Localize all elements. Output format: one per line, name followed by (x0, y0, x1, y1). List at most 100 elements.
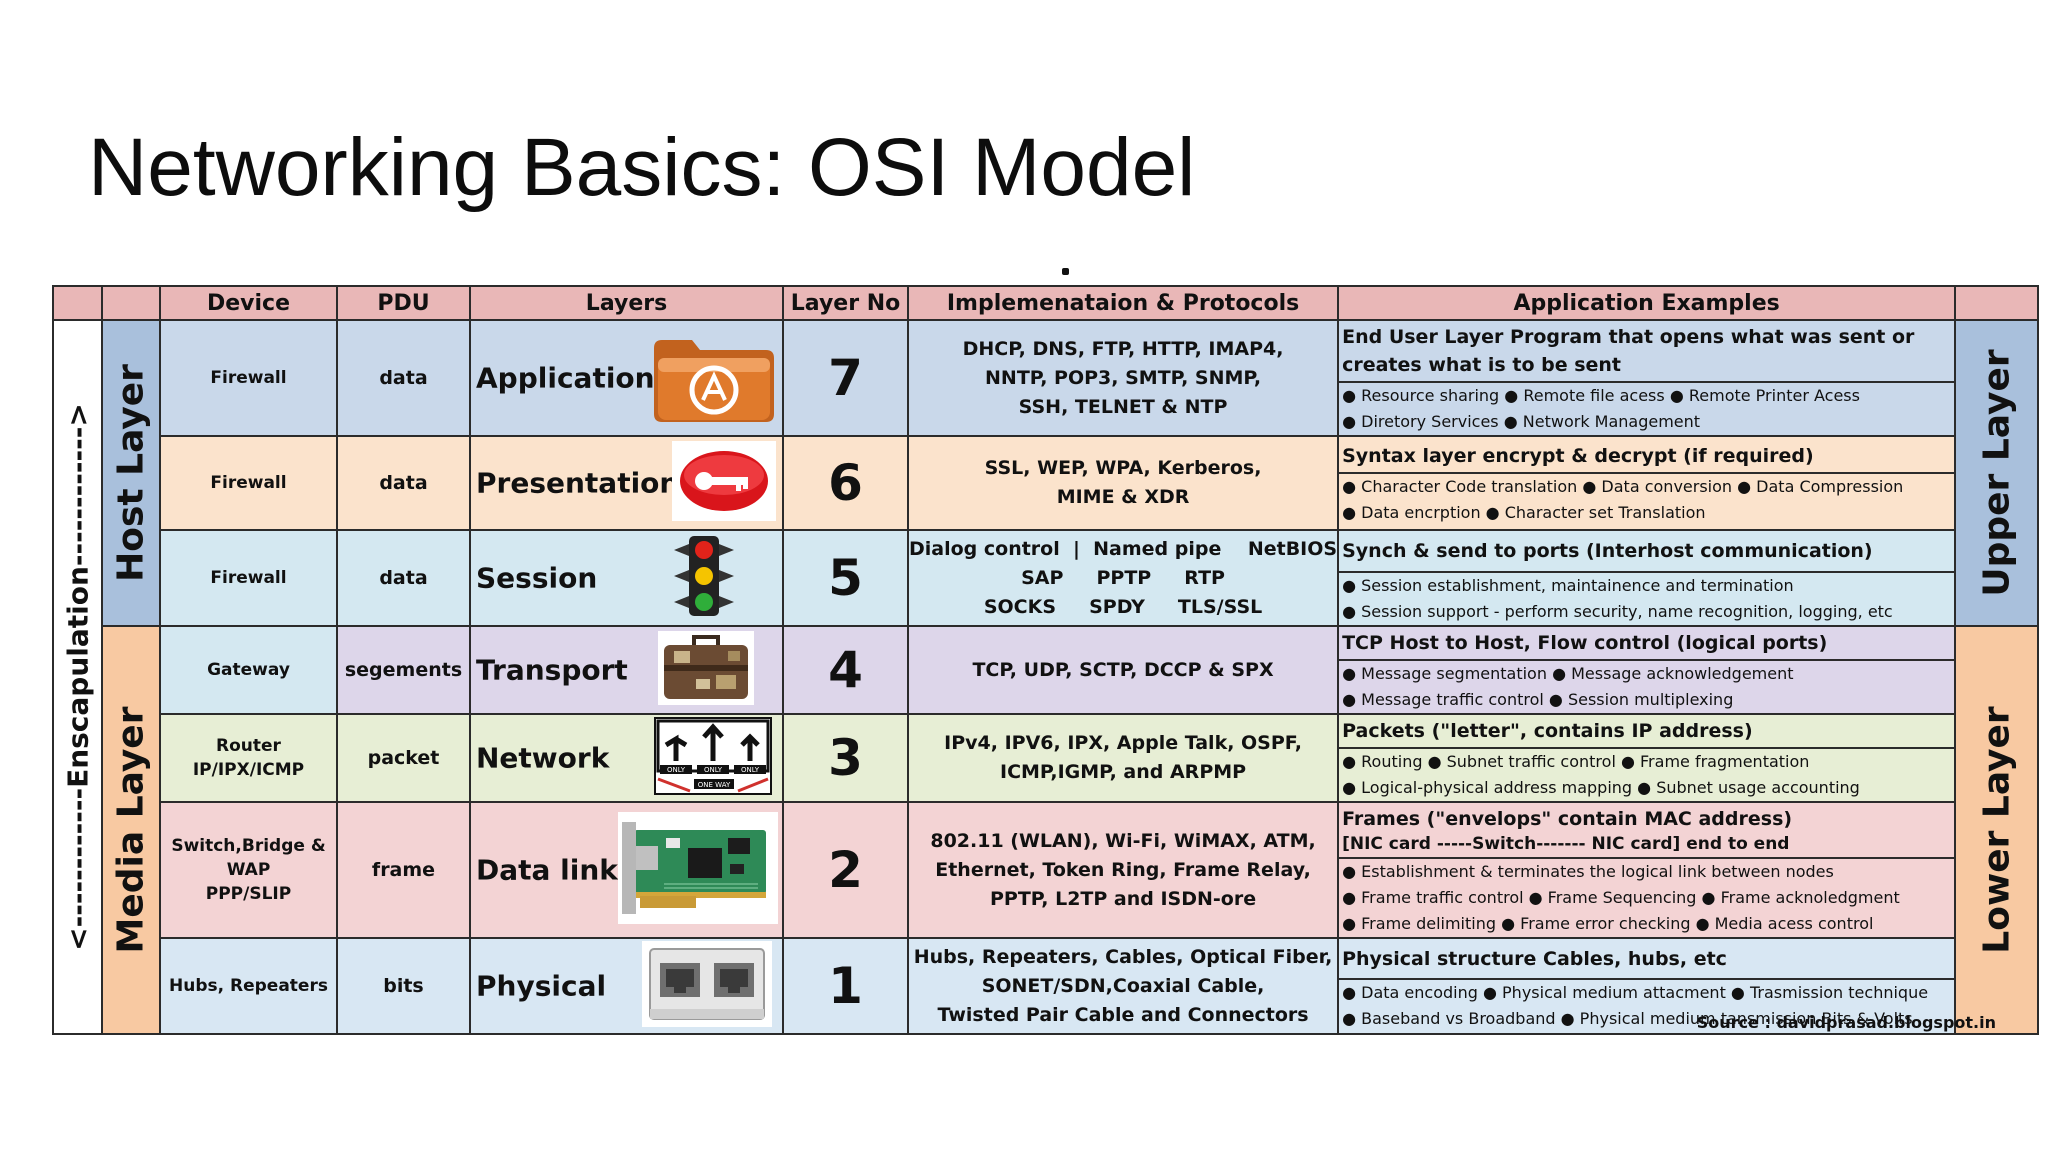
protocol-line: SSH, TELNET & NTP (1018, 395, 1228, 418)
pdu-cell: packet (336, 713, 471, 803)
table-row: Router IP/IPX/ICMP packet Network ONLY O… (53, 713, 2039, 803)
examples-cell: Packets ("letter", contains IP address) … (1337, 713, 1957, 803)
protocols-cell: SSL, WEP, WPA, Kerberos, MIME & XDR (906, 435, 1340, 531)
folder-app-icon (648, 326, 778, 430)
layer-name: Transport (476, 653, 628, 687)
device-line: PPP/SLIP (205, 884, 292, 904)
pdu-cell: segements (336, 625, 471, 715)
header-blank-left (52, 285, 103, 321)
device-line: IP/IPX/ICMP (192, 760, 305, 780)
examples-heading: TCP Host to Host, Flow control (logical … (1339, 627, 1955, 661)
sign-text: ONE WAY (698, 781, 731, 789)
protocol-line: SOCKS SPDY TLS/SSL (983, 595, 1263, 618)
device-line: Hubs, Repeaters (169, 976, 328, 996)
layer-name: Data link (476, 853, 618, 887)
key-icon (670, 439, 778, 527)
header-pdu: PDU (336, 285, 471, 321)
protocol-line: Twisted Pair Cable and Connectors (937, 1003, 1309, 1026)
protocol-line: SSL, WEP, WPA, Kerberos, (984, 457, 1262, 479)
protocols-cell: TCP, UDP, SCTP, DCCP & SPX (906, 625, 1340, 715)
layer-cell: Presentation (469, 435, 784, 531)
protocol-line: Hubs, Repeaters, Cables, Optical Fiber, (913, 945, 1333, 968)
device-cell: Gateway (159, 625, 338, 715)
examples-heading: End User Layer Program that opens what w… (1339, 321, 1955, 383)
layer-number: 2 (782, 801, 909, 939)
examples-cell: Frames ("envelops" contain MAC address) … (1337, 801, 1957, 939)
host-layer-group: Host Layer (101, 319, 161, 627)
media-layer-group: Media Layer (101, 625, 161, 1035)
layer-cell: Physical (469, 937, 784, 1035)
sign-text: ONLY (741, 766, 760, 774)
stray-mark (1062, 268, 1069, 275)
device-cell: Firewall (159, 435, 338, 531)
protocols-cell: IPv4, IPV6, IPX, Apple Talk, OSPF, ICMP,… (906, 713, 1340, 803)
layer-name: Physical (476, 969, 607, 1003)
network-card-icon (618, 812, 778, 928)
examples-bullet: ● Baseband vs Broadband ● Physical mediu… (1342, 1009, 1913, 1028)
slide-title: Networking Basics: OSI Model (88, 122, 1196, 213)
examples-bullet: ● Message segmentation ● Message acknowl… (1342, 664, 1794, 683)
layer-name: Session (476, 561, 598, 595)
examples-bullet: ● Data encrption ● Character set Transla… (1342, 503, 1706, 522)
host-layer-label: Host Layer (110, 364, 152, 582)
device-cell: Switch,Bridge & WAP PPP/SLIP (159, 801, 338, 939)
encapsulation-label: <------------Enscapulation------------> (61, 403, 94, 951)
protocol-line: DHCP, DNS, FTP, HTTP, IMAP4, (962, 337, 1284, 360)
header-layers: Layers (469, 285, 784, 321)
pdu-cell: data (336, 319, 471, 437)
protocol-line: PPTP, L2TP and ISDN-ore (990, 887, 1257, 910)
protocol-line: ICMP,IGMP, and ARPMP (1000, 761, 1247, 783)
layer-number: 3 (782, 713, 909, 803)
device-cell: Hubs, Repeaters (159, 937, 338, 1035)
protocols-cell: Hubs, Repeaters, Cables, Optical Fiber, … (906, 937, 1340, 1035)
device-line: Firewall (210, 568, 287, 588)
examples-bullet: ● Data encoding ● Physical medium attacm… (1342, 983, 1929, 1002)
media-layer-label: Media Layer (110, 706, 152, 954)
header-layer-no: Layer No (782, 285, 909, 321)
examples-heading: Syntax layer encrypt & decrypt (if requi… (1339, 440, 1955, 474)
examples-bullet: ● Session establishment, maintainence an… (1342, 576, 1794, 595)
examples-cell: Syntax layer encrypt & decrypt (if requi… (1337, 435, 1957, 531)
upper-layer-group: Upper Layer (1954, 319, 2040, 627)
device-cell: Firewall (159, 319, 338, 437)
protocol-line: Dialog control | Named pipe NetBIOS (909, 537, 1338, 560)
layer-number: 6 (782, 435, 909, 531)
pdu-cell: data (336, 529, 471, 627)
encapsulation-column: <------------Enscapulation------------> (52, 319, 103, 1035)
layer-cell: Data link (469, 801, 784, 939)
examples-bullet: ● Frame traffic control ● Frame Sequenci… (1342, 888, 1900, 907)
table-row: Firewall data Presentation 6 SSL, WEP, W… (53, 435, 2039, 531)
layer-cell: Transport (469, 625, 784, 715)
layer-name: Application (476, 361, 655, 395)
protocol-line: SAP PPTP RTP (1021, 566, 1225, 589)
device-line: Switch,Bridge & (171, 836, 326, 856)
examples-heading-text: Frames ("envelops" contain MAC address) (1342, 808, 1793, 830)
table-row: <------------Enscapulation------------> … (52, 319, 2040, 1035)
protocols-cell: DHCP, DNS, FTP, HTTP, IMAP4, NNTP, POP3,… (906, 319, 1340, 437)
examples-heading: Packets ("letter", contains IP address) (1339, 715, 1955, 749)
examples-cell: Physical structure Cables, hubs, etc ● D… (1337, 937, 1957, 1035)
protocol-line: 802.11 (WLAN), Wi-Fi, WiMAX, ATM, (930, 829, 1316, 852)
layer-number: 1 (782, 937, 909, 1035)
table-row: Firewall data Session 5 Dialog control |… (53, 529, 2039, 627)
examples-heading: Frames ("envelops" contain MAC address) … (1339, 803, 1955, 859)
sign-text: ONLY (704, 766, 723, 774)
table-row: Hubs, Repeaters bits Physical 1 Hu (53, 937, 2039, 1035)
layer-number: 5 (782, 529, 909, 627)
table-row: Switch,Bridge & WAP PPP/SLIP frame Data … (53, 801, 2039, 939)
protocols-cell: Dialog control | Named pipe NetBIOS SAP … (906, 529, 1340, 627)
pdu-cell: bits (336, 937, 471, 1035)
protocol-line: TCP, UDP, SCTP, DCCP & SPX (972, 658, 1274, 681)
device-line: WAP (226, 860, 271, 880)
header-row: Device PDU Layers Layer No Implemenataio… (52, 285, 2040, 321)
header-protocols: Implemenataion & Protocols (906, 285, 1340, 321)
device-line: Router (216, 736, 281, 756)
protocols-cell: 802.11 (WLAN), Wi-Fi, WiMAX, ATM, Ethern… (906, 801, 1340, 939)
source-credit: Source : davidprasad.blogspot.in (1696, 1013, 1996, 1032)
layer-number: 4 (782, 625, 909, 715)
layer-name: Presentation (476, 466, 680, 500)
examples-bullet: ● Message traffic control ● Session mult… (1342, 690, 1734, 709)
layer-cell: Application (469, 319, 784, 437)
header-blank-right (1954, 285, 2040, 321)
suitcase-icon (658, 631, 754, 709)
